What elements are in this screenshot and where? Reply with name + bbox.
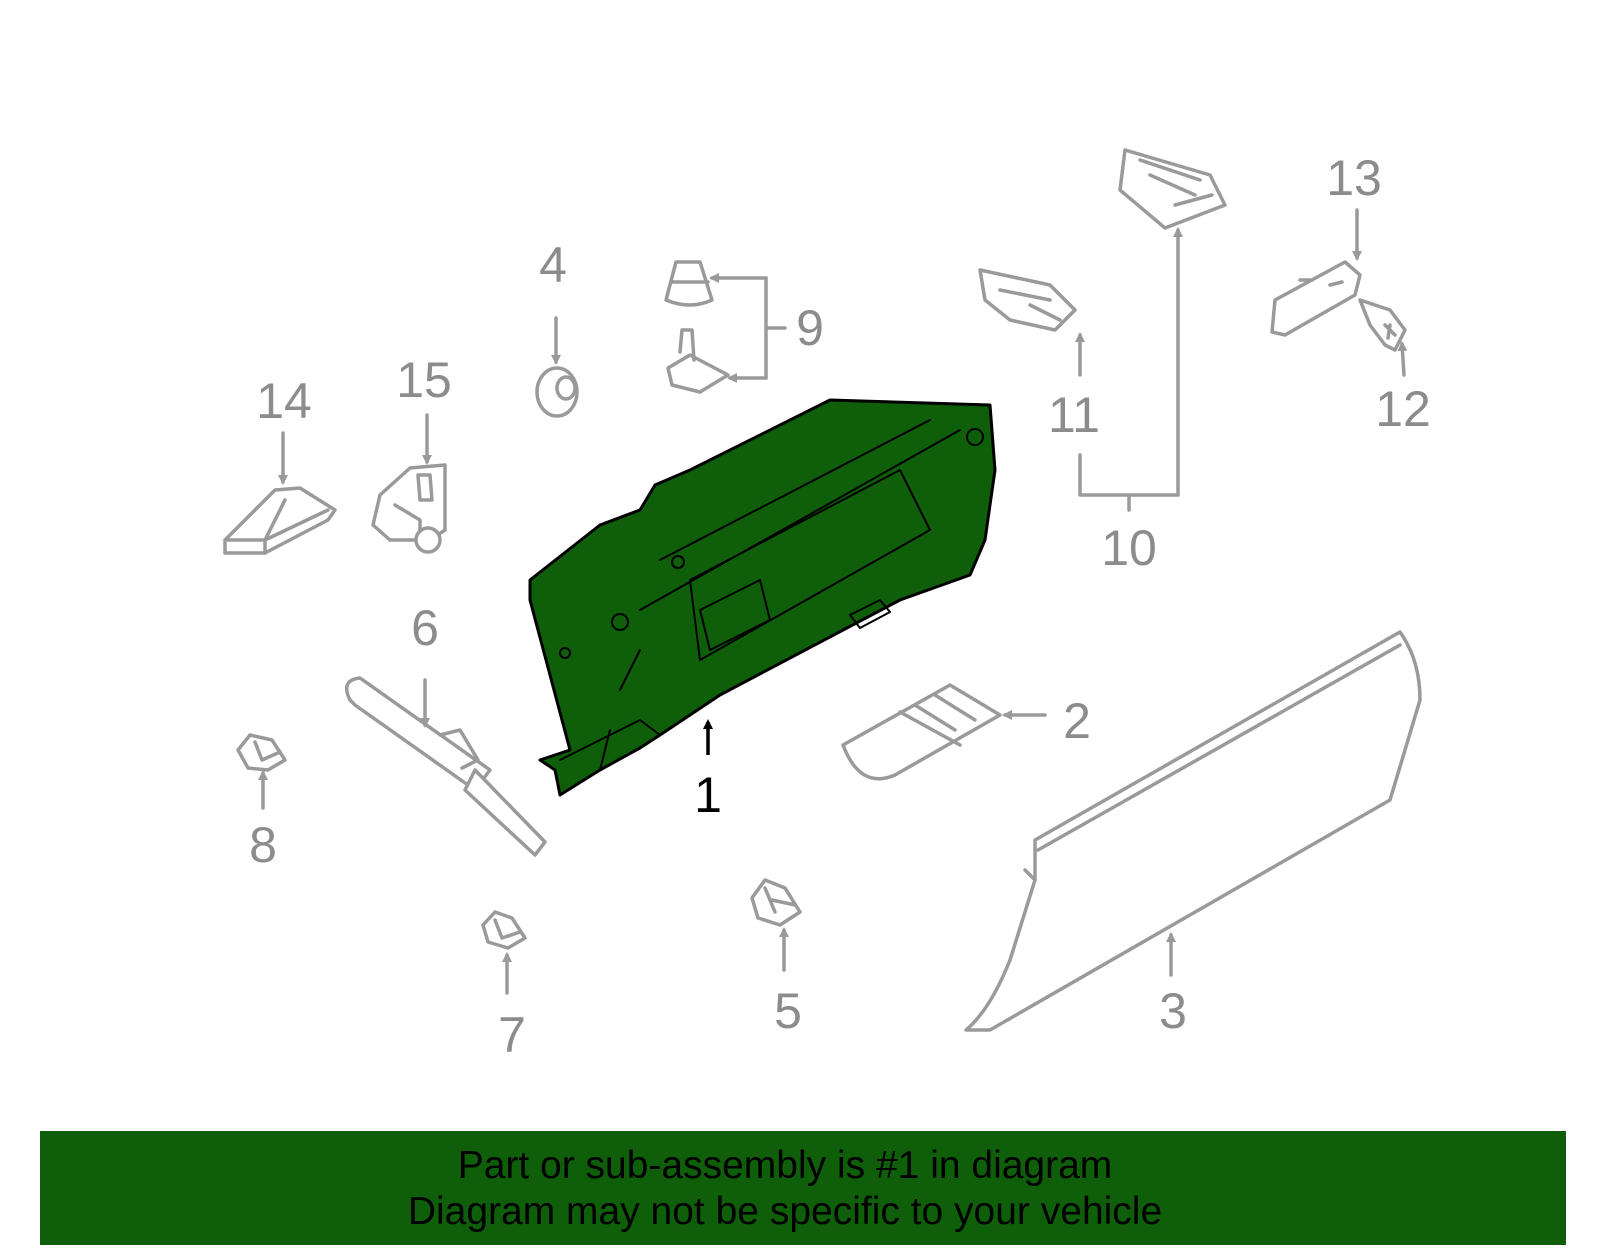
- part-2-panel[interactable]: [841, 683, 1002, 781]
- callout-8: 8: [249, 817, 277, 873]
- part-9-clips[interactable]: [664, 260, 730, 394]
- callout-2: 2: [1063, 693, 1091, 749]
- part-13-bracket[interactable]: [1270, 260, 1362, 337]
- callout-6: 6: [411, 600, 439, 656]
- callout-4: 4: [539, 237, 567, 293]
- callout-10: 10: [1101, 520, 1157, 576]
- part-15-latch[interactable]: [371, 463, 447, 554]
- part-1-glove-box[interactable]: [528, 398, 997, 797]
- callout-7: 7: [498, 1007, 526, 1063]
- callout-11: 11: [1048, 387, 1100, 443]
- info-banner: Part or sub-assembly is #1 in diagram Di…: [40, 1131, 1566, 1245]
- banner-line-2: Diagram may not be specific to your vehi…: [407, 1190, 1163, 1233]
- callout-13: 13: [1326, 150, 1382, 206]
- part-4-bumper[interactable]: [535, 366, 579, 418]
- part-6-damper[interactable]: [344, 676, 547, 857]
- part-7-clip[interactable]: [481, 910, 527, 950]
- part-5-clip[interactable]: [750, 878, 802, 927]
- leader-lines: [258, 208, 1408, 995]
- callout-1: 1: [694, 767, 722, 823]
- banner-line-1: Part or sub-assembly is #1 in diagram: [457, 1144, 1113, 1187]
- callout-12: 12: [1375, 381, 1431, 437]
- callout-14: 14: [256, 373, 312, 429]
- callout-15: 15: [396, 352, 452, 408]
- part-3-door[interactable]: [964, 630, 1422, 1032]
- callout-3: 3: [1159, 983, 1187, 1039]
- part-14-trim[interactable]: [223, 486, 337, 555]
- part-8-clip[interactable]: [236, 733, 287, 772]
- part-10-cable[interactable]: [894, 81, 1227, 332]
- callout-9: 9: [796, 300, 824, 356]
- part-12-screw[interactable]: [1358, 298, 1407, 352]
- callout-5: 5: [774, 983, 802, 1039]
- callout-labels: 1 2 3 4 5 6 7 8 9 10 11 12 13 14 15: [249, 150, 1431, 1063]
